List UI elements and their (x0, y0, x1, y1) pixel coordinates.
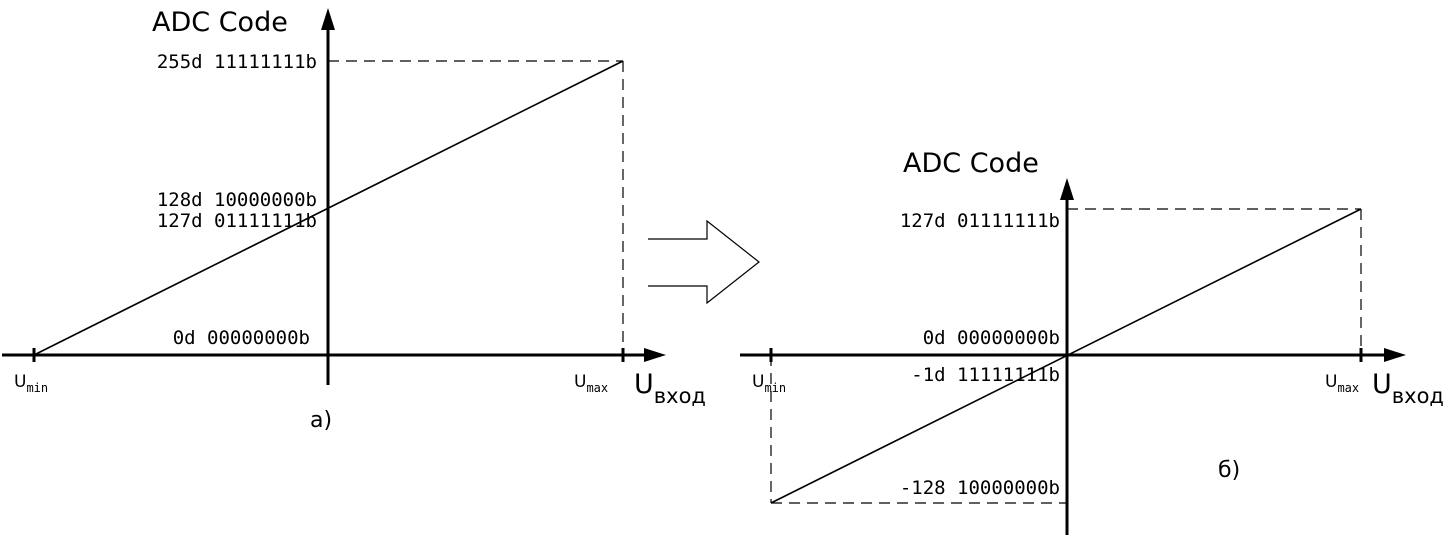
panel-a-umin-label: Umin (14, 372, 48, 395)
panel-a-x-arrow (644, 348, 666, 362)
panel-b-transfer-line (770, 208, 1362, 504)
panel-b-y-axis-label: ADC Code (903, 148, 1039, 179)
panel-a-umax-label: Umax (574, 372, 608, 395)
panel-b-umin-label: Umin (752, 372, 786, 395)
panel-a-label-mid-upper: 128d 10000000b (157, 189, 317, 211)
panel-b-y-arrow (1060, 178, 1074, 200)
panel-b-label-minus-one: -1d 11111111b (911, 364, 1060, 386)
panel-a-y-axis-label: ADC Code (152, 7, 288, 38)
panel-b-x-arrow (1384, 348, 1406, 362)
panel-a-label-zero: 0d 00000000b (173, 327, 310, 349)
panel-a-caption: а) (310, 408, 332, 433)
panel-b: ADC Code 127d 01111111b 0d 00000000b -1d… (740, 148, 1444, 535)
panel-a-transfer-line (33, 60, 624, 356)
panel-a-y-arrow (321, 8, 335, 30)
panel-b-label-bottom: -128 10000000b (900, 477, 1060, 499)
panel-b-label-top: 127d 01111111b (900, 210, 1060, 232)
panel-a: ADC Code 255d 11111111b 128d 10000000b 1… (2, 7, 706, 433)
panel-a-label-mid-lower: 127d 01111111b (157, 210, 317, 232)
panel-b-caption: б) (1218, 458, 1240, 483)
transition-arrow-icon (648, 219, 760, 305)
panel-b-x-axis-label: Uвход (1372, 369, 1444, 408)
panel-b-label-zero: 0d 00000000b (923, 327, 1060, 349)
panel-a-x-axis-label: Uвход (634, 369, 706, 408)
panel-a-label-top: 255d 11111111b (157, 51, 317, 73)
panel-b-umax-label: Umax (1325, 372, 1359, 395)
